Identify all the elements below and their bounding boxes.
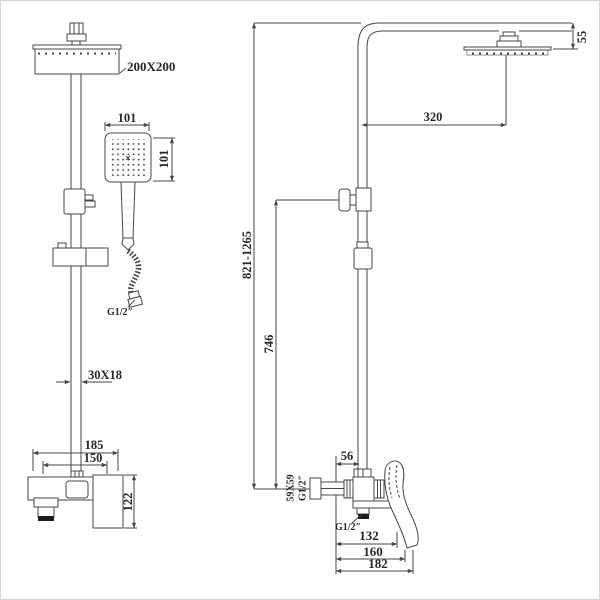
- dim-reach-total: 182: [368, 556, 388, 571]
- dim-wall-offset: 56: [341, 449, 354, 463]
- hidden-line-1: [388, 466, 393, 499]
- outlet-side: [356, 507, 370, 515]
- dim-total-height-lines: [251, 22, 361, 490]
- overhead-shower-side: [463, 46, 552, 56]
- dim-reach-mid-lines: [335, 550, 406, 562]
- spout-front: [37, 506, 55, 518]
- top-connector: [66, 22, 87, 45]
- hose-cone: [121, 237, 135, 251]
- label-plate-size: 59X59: [286, 474, 297, 501]
- mixer-side: [309, 460, 419, 549]
- ball-joint: [496, 31, 522, 48]
- height-adjuster: [353, 241, 373, 270]
- handle-nut: [373, 479, 385, 499]
- label-outlet-thread: G1/2″: [335, 522, 361, 533]
- diverter-front: [65, 480, 89, 499]
- mixer-handle-front: [92, 474, 124, 529]
- overhead-shower-front: [32, 44, 127, 75]
- shower-arm: [379, 22, 572, 32]
- upper-bracket: [63, 188, 96, 215]
- dim-mixer-centers: 150: [84, 451, 103, 465]
- dim-column-profile: 30X18: [88, 368, 122, 382]
- inlet-nut: [343, 479, 354, 499]
- dim-arm-reach-lines: [361, 55, 507, 128]
- wall-bracket: [338, 187, 372, 212]
- dim-total-height: 821-1265: [240, 231, 254, 279]
- mixer-body-side: [352, 476, 375, 502]
- dim-head-drop: 55: [575, 31, 589, 44]
- waterfall-handle: [384, 460, 419, 549]
- dim-hand-height: 101: [157, 150, 171, 169]
- dim-head-drop-lines: [553, 22, 578, 50]
- hose-fitting: [127, 290, 144, 308]
- dim-mixer-height-lines: [124, 474, 137, 529]
- dim-reach-mid: 160: [363, 544, 383, 559]
- dim-hand-width: 101: [118, 111, 137, 125]
- spout-mount-front: [33, 497, 59, 508]
- hidden-line-2: [395, 464, 401, 500]
- shower-hose: [126, 248, 142, 293]
- nozzle-row-side: [466, 49, 549, 56]
- aerator-side: [358, 514, 369, 519]
- slider-holder: [52, 242, 109, 267]
- aerator-front: [38, 516, 54, 521]
- dim-hand-width-lines: [104, 122, 150, 131]
- nozzle-row: [38, 50, 116, 56]
- dim-reach-spout-lines: [335, 532, 398, 548]
- dim-overhead-size: 200X200: [127, 59, 175, 74]
- hand-shower: [104, 132, 152, 308]
- dim-mixer-width: 185: [85, 438, 104, 452]
- front-view: 200X200 101: [27, 22, 175, 529]
- label-hose-thread: G1/2″: [107, 307, 133, 318]
- dim-mixer-centers-lines: [42, 461, 108, 474]
- dim-mixer-height: 122: [121, 493, 135, 512]
- dim-reach-spout: 132: [359, 528, 379, 543]
- label-inlet-thread: G1/2″: [298, 475, 309, 501]
- shower-column: [70, 74, 82, 471]
- dim-mixer-width-lines: [32, 449, 119, 471]
- escutcheon-plate: [309, 477, 322, 500]
- hand-shower-handle: [120, 181, 136, 239]
- dim-reach-total-lines: [335, 550, 414, 574]
- mixer-front: [27, 470, 124, 529]
- dim-column-height-lines: [273, 199, 339, 490]
- dim-hand-height-lines: [153, 137, 175, 182]
- dim-column-height: 746: [262, 335, 276, 354]
- side-view: 55 320 821-1265 746: [240, 22, 589, 574]
- dim-arm-reach: 320: [424, 110, 443, 124]
